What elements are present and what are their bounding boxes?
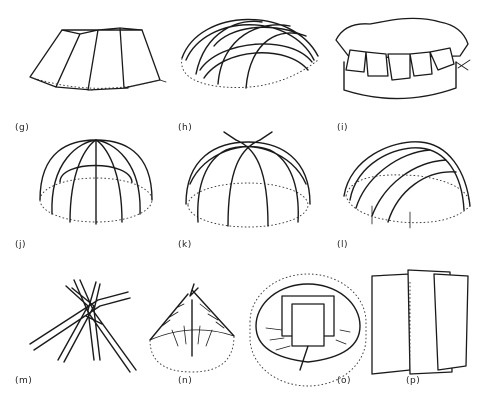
panel-i-mat-hut-drawing bbox=[335, 17, 471, 100]
panel-k-crossed-dome-drawing bbox=[185, 131, 311, 228]
panel-n-thatched-frame-drawing bbox=[149, 283, 235, 373]
panel-label-n: (n) bbox=[178, 376, 193, 386]
panel-label-h: (h) bbox=[178, 123, 193, 133]
panel-label-o: (o) bbox=[337, 376, 352, 386]
panel-o-ground-plan-drawing bbox=[249, 273, 367, 387]
panel-label-i: (i) bbox=[337, 123, 349, 133]
panel-label-l: (l) bbox=[337, 240, 349, 250]
panel-label-k: (k) bbox=[178, 240, 192, 250]
panel-m-crossed-poles-drawing bbox=[29, 279, 137, 373]
panel-label-m: (m) bbox=[15, 376, 33, 386]
panel-label-j: (j) bbox=[15, 240, 27, 250]
panel-j-dome-frame-drawing bbox=[39, 139, 153, 225]
panel-g-tent-drawing bbox=[29, 27, 167, 91]
panel-label-p: (p) bbox=[406, 376, 421, 386]
panel-label-g: (g) bbox=[15, 123, 30, 133]
panel-l-arched-frame-drawing bbox=[343, 141, 471, 229]
panel-p-folded-cover-drawing bbox=[371, 269, 469, 375]
panel-h-long-dome-drawing bbox=[181, 18, 319, 89]
